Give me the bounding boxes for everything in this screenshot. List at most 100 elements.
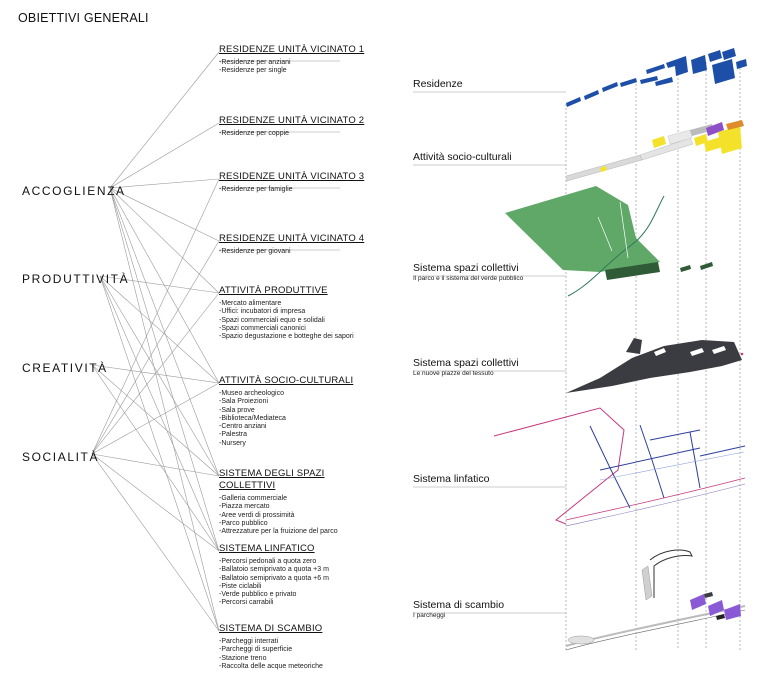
goal-item: -Biblioteca/Mediateca bbox=[219, 414, 286, 422]
goal-item: -Sala Proiezioni bbox=[219, 398, 269, 406]
goal-title: SISTEMA DEGLI SPAZI COLLETTIVI bbox=[219, 468, 325, 491]
layer-subtitle: Il parco e il sistema del verde pubblico bbox=[413, 275, 524, 282]
connector-line bbox=[99, 275, 220, 384]
goal-item: -Stazione treno bbox=[219, 654, 267, 662]
layer-title: Residenze bbox=[413, 78, 463, 90]
goal-item: -Verde pubblico e privato bbox=[219, 591, 297, 599]
goal-item: -Residenze per anziani bbox=[219, 59, 291, 66]
connector-line bbox=[91, 382, 220, 455]
layer-title: Sistema di scambio bbox=[413, 599, 505, 611]
layer-leader-lines bbox=[413, 91, 566, 614]
layer-subtitle: I parcheggi bbox=[413, 612, 446, 619]
layer-scambio: Sistema di scambio I parcheggi bbox=[413, 599, 504, 620]
connector-line bbox=[91, 364, 220, 384]
goal-residenze-2: RESIDENZE UNITÀ VICINATO 2 -Residenze pe… bbox=[219, 115, 369, 138]
connector-line bbox=[99, 275, 220, 477]
linfatico-drawing bbox=[493, 407, 746, 527]
goal-item: -Parcheggi di superficie bbox=[219, 646, 293, 654]
scambio-drawing bbox=[565, 549, 746, 651]
connector-line bbox=[109, 187, 220, 294]
goal-item: -Ballatoio semiprivato a quota +6 m bbox=[219, 574, 329, 582]
goal-item: -Uffici: incubatori di impresa bbox=[219, 308, 306, 316]
connector-line bbox=[91, 364, 220, 552]
goal-residenze-3: RESIDENZE UNITÀ VICINATO 3 -Residenze pe… bbox=[219, 171, 369, 194]
category-socialita: SOCIALITÀ bbox=[22, 450, 100, 464]
layer-spazi-collettivi-piazze: Sistema spazi collettivi Le nuove piazze… bbox=[413, 357, 519, 378]
goal-items: -Residenze per coppie bbox=[219, 130, 369, 138]
connector-line bbox=[91, 292, 220, 455]
goal-item: -Percorsi pedonali a quota zero bbox=[219, 558, 317, 565]
attivita-drawing bbox=[565, 120, 744, 182]
layer-residenze: Residenze bbox=[413, 78, 463, 91]
goal-spazi-collettivi: SISTEMA DEGLI SPAZI COLLETTIVI -Galleria… bbox=[219, 468, 369, 536]
goal-title: SISTEMA LINFATICO bbox=[219, 543, 315, 554]
connector-line bbox=[99, 275, 220, 632]
goal-residenze-1: RESIDENZE UNITÀ VICINATO 1 -Residenze pe… bbox=[219, 44, 369, 76]
layer-title: Sistema spazi collettivi bbox=[413, 357, 519, 369]
connector-line bbox=[99, 275, 220, 294]
goal-item: -Nursery bbox=[219, 439, 246, 447]
connector-line bbox=[91, 453, 220, 632]
goal-item: -Centro anziani bbox=[219, 423, 267, 431]
goal-attivita-socio-culturali: ATTIVITÀ SOCIO-CULTURALI -Museo archeolo… bbox=[219, 375, 369, 448]
connector-line bbox=[91, 178, 220, 455]
layer-title: Sistema linfatico bbox=[413, 473, 490, 485]
goal-title: RESIDENZE UNITÀ VICINATO 3 bbox=[219, 171, 365, 182]
goal-items: -Galleria commerciale-Piazza mercato-Are… bbox=[219, 495, 369, 536]
goal-items: -Percorsi pedonali a quota zero-Ballatoi… bbox=[219, 558, 369, 608]
layer-subtitle: Le nuove piazze del tessuto bbox=[413, 370, 494, 377]
goal-title: RESIDENZE UNITÀ VICINATO 4 bbox=[219, 233, 365, 244]
goal-title: RESIDENZE UNITÀ VICINATO 1 bbox=[219, 44, 365, 55]
category-produttivita: PRODUTTIVITÀ bbox=[22, 272, 130, 286]
page-title: OBIETTIVI GENERALI bbox=[18, 11, 149, 25]
goal-item: -Spazi commerciali equo e solidali bbox=[219, 316, 325, 324]
goal-item: -Parcheggi interrati bbox=[219, 638, 279, 645]
goal-item: -Palestra bbox=[219, 431, 248, 439]
goal-item: -Mercato alimentare bbox=[219, 300, 282, 307]
goal-items: -Museo archeologico-Sala Proiezioni-Sala… bbox=[219, 390, 369, 448]
goal-sistema-linfatico: SISTEMA LINFATICO -Percorsi pedonali a q… bbox=[219, 543, 369, 608]
connector-line bbox=[109, 51, 220, 189]
layer-linfatico: Sistema linfatico bbox=[413, 473, 489, 486]
goal-items: -Residenze per famiglie bbox=[219, 186, 369, 194]
category-accoglienza: ACCOGLIENZA bbox=[22, 184, 126, 198]
connector-line bbox=[109, 187, 220, 242]
connector-line bbox=[91, 453, 220, 552]
connector-line bbox=[109, 187, 220, 552]
goal-item: -Spazi commerciali canonici bbox=[219, 324, 306, 332]
goal-item: -Percorsi carrabili bbox=[219, 599, 274, 607]
connector-line bbox=[109, 178, 220, 189]
piazze-drawing bbox=[566, 338, 744, 393]
goal-item: -Spazio degustazione e botteghe dei sapo… bbox=[219, 333, 354, 341]
goal-item: -Residenze per famiglie bbox=[219, 186, 293, 193]
category-creativita: CREATIVITÀ bbox=[22, 361, 108, 375]
connector-line bbox=[99, 275, 220, 552]
goal-item: -Parco pubblico bbox=[219, 519, 268, 527]
connector-line bbox=[91, 453, 220, 477]
goal-title: ATTIVITÀ SOCIO-CULTURALI bbox=[219, 375, 354, 386]
goal-item: -Raccolta delle acque meteoriche bbox=[219, 662, 323, 670]
goal-item: -Attrezzature per la fruizione del parco bbox=[219, 528, 338, 536]
goal-items: -Residenze per anziani-Residenze per sin… bbox=[219, 59, 369, 76]
goal-title: ATTIVITÀ PRODUTTIVE bbox=[219, 285, 328, 296]
goal-title: SISTEMA DI SCAMBIO bbox=[219, 623, 323, 634]
layer-title: Sistema spazi collettivi bbox=[413, 262, 519, 274]
layer-spazi-collettivi-verde: Sistema spazi collettivi Il parco e il s… bbox=[413, 262, 523, 283]
goal-item: -Piazza mercato bbox=[219, 503, 270, 511]
connector-line bbox=[109, 187, 220, 632]
goal-sistema-scambio: SISTEMA DI SCAMBIO -Parcheggi interrati-… bbox=[219, 623, 369, 671]
goal-item: -Sala prove bbox=[219, 406, 255, 414]
goal-item: -Galleria commerciale bbox=[219, 495, 288, 502]
goal-item: -Museo archeologico bbox=[219, 390, 284, 397]
goal-item: -Residenze per single bbox=[219, 67, 287, 75]
goal-items: -Residenze per giovani bbox=[219, 248, 369, 256]
connector-line bbox=[91, 240, 220, 455]
connector-line bbox=[109, 122, 220, 189]
goal-residenze-4: RESIDENZE UNITÀ VICINATO 4 -Residenze pe… bbox=[219, 233, 369, 256]
goal-item: -Ballatoio semiprivato a quota +3 m bbox=[219, 566, 329, 574]
goal-items: -Mercato alimentare-Uffici: incubatori d… bbox=[219, 300, 369, 341]
goal-items: -Parcheggi interrati-Parcheggi di superf… bbox=[219, 638, 369, 671]
layer-attivita: Attività socio-culturali bbox=[413, 151, 512, 164]
goal-item: -Aree verdi di prossimità bbox=[219, 511, 295, 519]
goal-item: -Residenze per giovani bbox=[219, 248, 291, 255]
